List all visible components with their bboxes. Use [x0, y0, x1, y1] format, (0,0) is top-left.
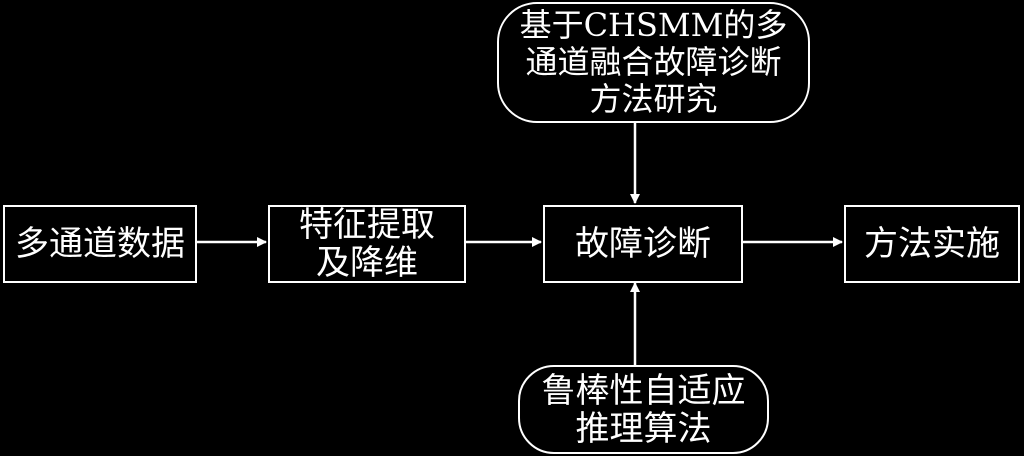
node-fault-diagnosis: 故障诊断: [543, 205, 743, 283]
node-chsmm-research: 基于CHSMM的多 通道融合故障诊断 方法研究: [497, 2, 810, 123]
node-multichannel-data-label: 多通道数据: [15, 224, 185, 264]
node-robust-adaptive-reasoning-line-2: 推理算法: [575, 408, 712, 449]
node-method-implementation-label: 方法实施: [864, 224, 1000, 264]
node-fault-diagnosis-label: 故障诊断: [575, 224, 711, 264]
node-feature-extraction: 特征提取 及降维: [268, 205, 466, 283]
node-method-implementation: 方法实施: [844, 205, 1020, 283]
node-feature-extraction-line-1: 特征提取: [299, 205, 435, 245]
node-robust-adaptive-reasoning-line-1: 鲁棒性自适应: [541, 370, 746, 411]
node-feature-extraction-line-2: 及降维: [316, 243, 418, 283]
node-chsmm-research-line-1: 基于CHSMM的多: [519, 6, 788, 44]
node-multichannel-data: 多通道数据: [3, 205, 197, 283]
node-chsmm-research-line-3: 方法研究: [589, 80, 718, 118]
node-robust-adaptive-reasoning: 鲁棒性自适应 推理算法: [518, 365, 769, 454]
node-chsmm-research-line-2: 通道融合故障诊断: [525, 43, 782, 81]
